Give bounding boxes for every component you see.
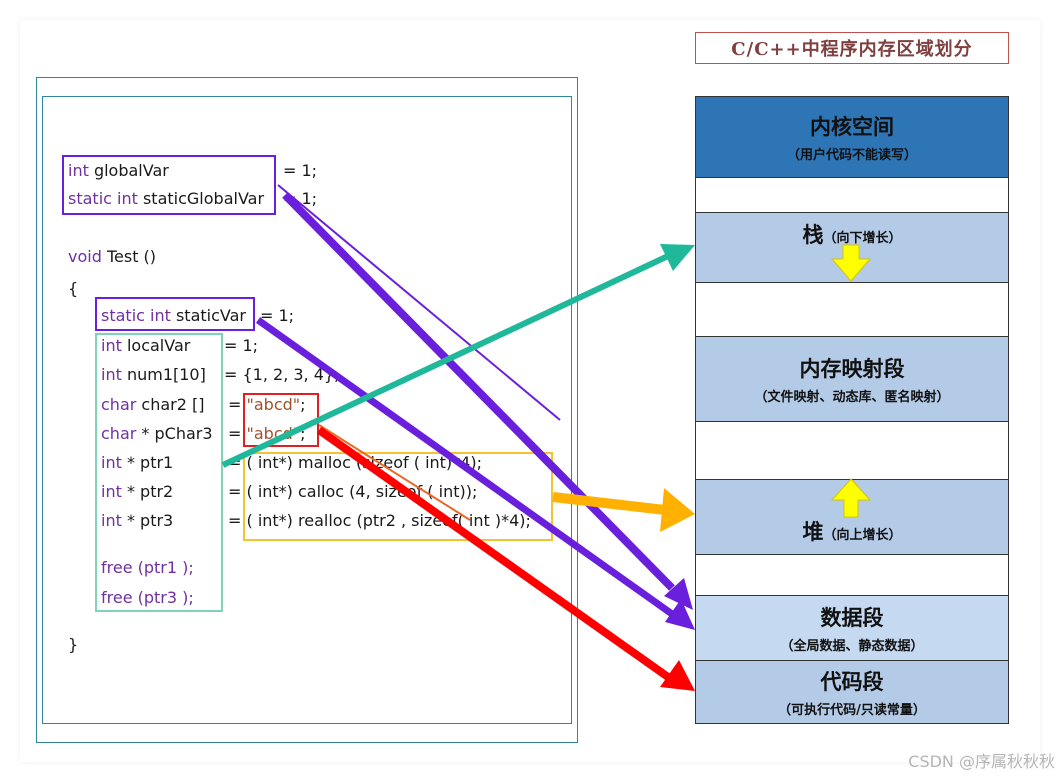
segment-gap-4 bbox=[695, 554, 1009, 596]
alloc-to-heap-arrow bbox=[552, 492, 666, 515]
stack-label: 栈 bbox=[802, 223, 824, 247]
staticvar-to-data-arrowhead bbox=[665, 599, 695, 630]
code-frame-inner bbox=[42, 96, 572, 724]
code-line-char2: char char2 [] bbox=[101, 395, 205, 414]
code-line-char2-value: = "abcd"; bbox=[228, 395, 306, 414]
globals-to-data-arrowhead bbox=[664, 578, 693, 610]
global-vars-highlight bbox=[62, 155, 276, 215]
code-line-open-brace: { bbox=[68, 279, 79, 298]
segment-code: 代码段 （可执行代码/只读常量） bbox=[695, 660, 1009, 724]
locals-to-stack-arrow bbox=[221, 253, 670, 468]
memory-mapping-label: 内存映射段 bbox=[799, 357, 905, 381]
code-segment-note: （可执行代码/只读常量） bbox=[778, 703, 926, 718]
heap-label: 堆 bbox=[802, 520, 824, 544]
heap-note: （向上增长） bbox=[823, 528, 902, 543]
code-line-close-brace: } bbox=[68, 635, 79, 654]
kernel-space-note: （用户代码不能读写） bbox=[786, 148, 917, 163]
code-frame-outer bbox=[36, 77, 578, 743]
code-line-ptr2-value: = ( int*) calloc (4, sizeof ( int)); bbox=[228, 482, 478, 501]
heap-alloc-highlight bbox=[243, 452, 553, 541]
globals-connector-line bbox=[277, 184, 561, 421]
literals-connector-line bbox=[318, 424, 471, 521]
code-line-ptr1: int * ptr1 bbox=[101, 453, 174, 472]
segment-gap-2 bbox=[695, 282, 1009, 337]
code-line-pchar3: char * pChar3 bbox=[101, 424, 213, 443]
staticvar-to-data-arrow bbox=[255, 317, 675, 617]
diagram-title: C/C++中程序内存区域划分 bbox=[695, 32, 1009, 64]
code-line-staticglobalvar: static int staticGlobalVar bbox=[68, 189, 265, 208]
memory-mapping-note: （文件映射、动态库、匿名映射） bbox=[754, 390, 950, 405]
segment-kernel-space: 内核空间 （用户代码不能读写） bbox=[695, 96, 1009, 178]
code-line-free-ptr1: free (ptr1 ); bbox=[101, 558, 194, 577]
code-line-globalvar-value: = 1; bbox=[283, 161, 318, 180]
heap-growth-up-arrow bbox=[830, 478, 872, 518]
code-line-ptr3-value: = ( int*) realloc (ptr2 , sizeof( int )*… bbox=[228, 511, 531, 530]
code-line-ptr2: int * ptr2 bbox=[101, 482, 174, 501]
watermark: CSDN @序属秋秋秋 bbox=[908, 752, 1055, 771]
segment-gap-3 bbox=[695, 421, 1009, 480]
literals-to-code-arrowhead bbox=[660, 660, 695, 691]
code-line-globalvar: int globalVar bbox=[68, 161, 169, 180]
literals-to-code-arrow bbox=[316, 426, 671, 681]
code-line-staticvar: static int staticVar bbox=[101, 306, 246, 325]
code-line-localvar-value: = 1; bbox=[224, 336, 259, 355]
code-line-ptr3: int * ptr3 bbox=[101, 511, 174, 530]
data-segment-note: （全局数据、静态数据） bbox=[780, 639, 924, 654]
code-line-function-signature: void Test () bbox=[68, 247, 157, 266]
globals-to-data-arrow bbox=[282, 192, 675, 591]
stack-growth-down-arrow bbox=[830, 244, 872, 282]
static-var-highlight bbox=[95, 297, 255, 331]
code-line-free-ptr3: free (ptr3 ); bbox=[101, 588, 194, 607]
code-line-num1: int num1[10] bbox=[101, 365, 206, 384]
code-line-localvar: int localVar bbox=[101, 336, 191, 355]
code-line-num1-value: = {1, 2, 3, 4}; bbox=[224, 365, 340, 384]
code-segment-label: 代码段 bbox=[820, 670, 884, 694]
data-segment-label: 数据段 bbox=[820, 606, 884, 630]
local-vars-highlight bbox=[95, 333, 223, 612]
segment-memory-mapping: 内存映射段 （文件映射、动态库、匿名映射） bbox=[695, 336, 1009, 422]
alloc-to-heap-arrowhead bbox=[660, 488, 695, 532]
kernel-space-label: 内核空间 bbox=[810, 115, 894, 139]
stack-note: （向下增长） bbox=[823, 231, 902, 246]
segment-data: 数据段 （全局数据、静态数据） bbox=[695, 595, 1009, 661]
locals-to-stack-arrowhead bbox=[660, 244, 695, 271]
